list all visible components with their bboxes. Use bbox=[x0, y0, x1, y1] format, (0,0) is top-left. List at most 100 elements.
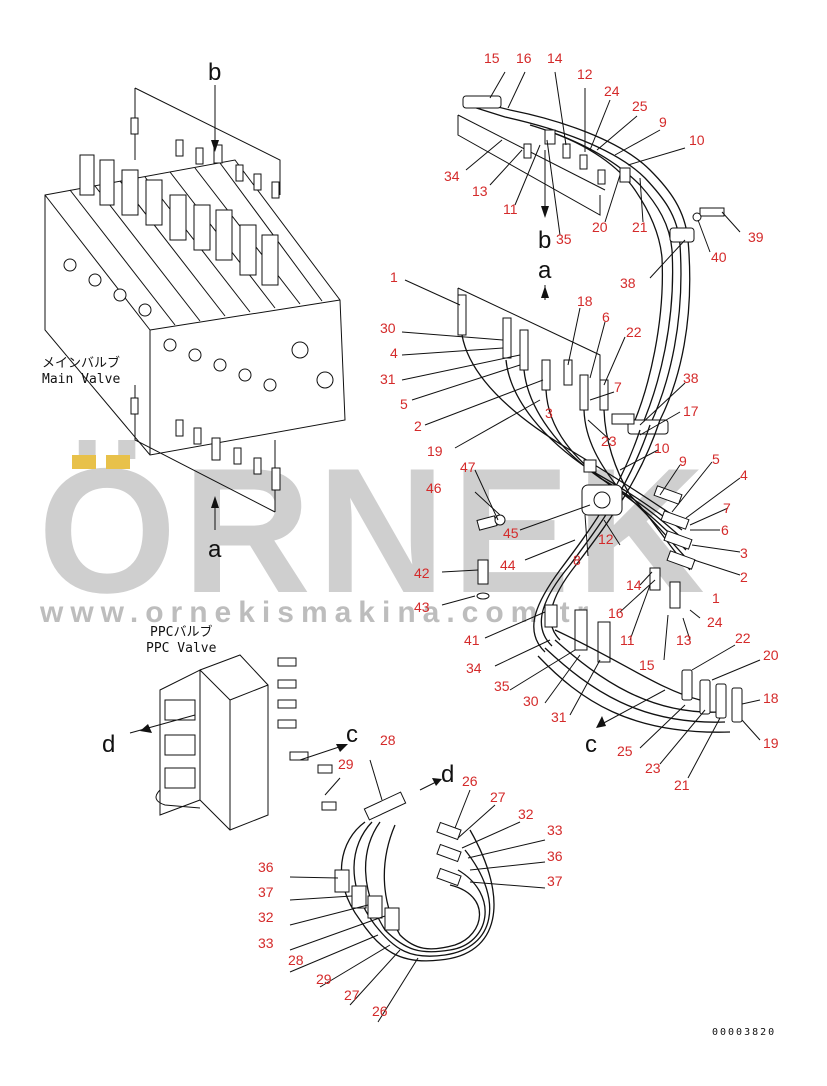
upper-hose-assembly bbox=[457, 95, 725, 435]
callout-33: 33 bbox=[547, 822, 563, 838]
callout-38: 38 bbox=[620, 275, 636, 291]
callout-27: 27 bbox=[490, 789, 506, 805]
callout-22b: 22 bbox=[735, 630, 751, 646]
callout-20: 20 bbox=[592, 219, 608, 235]
callout-33b: 33 bbox=[258, 935, 274, 951]
callout-12b: 12 bbox=[598, 531, 614, 547]
callout-9b: 9 bbox=[679, 453, 687, 469]
callout-13: 13 bbox=[472, 183, 488, 199]
callout-25: 25 bbox=[632, 98, 648, 114]
callout-14b: 14 bbox=[626, 577, 642, 593]
callout-1: 1 bbox=[390, 269, 398, 285]
callout-34b: 34 bbox=[466, 660, 482, 676]
callout-26: 26 bbox=[462, 773, 478, 789]
callout-45: 45 bbox=[503, 525, 519, 541]
callout-22: 22 bbox=[626, 324, 642, 340]
callout-2b: 2 bbox=[740, 569, 748, 585]
callout-30b: 30 bbox=[523, 693, 539, 709]
callout-17: 17 bbox=[683, 403, 699, 419]
ref-d-ppc: d bbox=[102, 731, 115, 758]
callout-6: 6 bbox=[602, 309, 610, 325]
callout-29b: 29 bbox=[316, 971, 332, 987]
callout-30: 30 bbox=[380, 320, 396, 336]
callouts: 15 16 14 12 24 25 9 10 34 13 11 35 20 21… bbox=[258, 50, 779, 1019]
callout-3b: 3 bbox=[740, 545, 748, 561]
callout-24: 24 bbox=[604, 83, 620, 99]
callout-18: 18 bbox=[577, 293, 593, 309]
callout-6b: 6 bbox=[721, 522, 729, 538]
callout-44: 44 bbox=[500, 557, 516, 573]
callout-26b: 26 bbox=[372, 1003, 388, 1019]
callout-4: 4 bbox=[390, 345, 398, 361]
callout-28b: 28 bbox=[288, 952, 304, 968]
ref-c-ppc: c bbox=[346, 721, 358, 748]
ref-d-hose: d bbox=[441, 761, 454, 788]
callout-24b: 24 bbox=[707, 614, 723, 630]
callout-34: 34 bbox=[444, 168, 460, 184]
callout-13b: 13 bbox=[676, 632, 692, 648]
callout-32: 32 bbox=[518, 806, 534, 822]
callout-20b: 20 bbox=[763, 647, 779, 663]
callout-3: 3 bbox=[545, 405, 553, 421]
callout-11b: 11 bbox=[620, 632, 635, 648]
watermark-accent-dot bbox=[72, 455, 96, 469]
callout-5: 5 bbox=[400, 396, 408, 412]
callout-5b: 5 bbox=[712, 451, 720, 467]
callout-38b: 38 bbox=[683, 370, 699, 386]
callout-41: 41 bbox=[464, 632, 480, 648]
callout-7b: 7 bbox=[723, 500, 731, 516]
callout-43: 43 bbox=[414, 599, 430, 615]
main-valve-drawing bbox=[44, 85, 346, 530]
callout-21: 21 bbox=[632, 219, 648, 235]
callout-37: 37 bbox=[547, 873, 563, 889]
callout-16: 16 bbox=[516, 50, 532, 66]
callout-15b: 15 bbox=[639, 657, 655, 673]
callout-4b: 4 bbox=[740, 467, 748, 483]
callout-40: 40 bbox=[711, 249, 727, 265]
ppc-hose-bundle bbox=[334, 778, 495, 962]
callout-28: 28 bbox=[380, 732, 396, 748]
callout-25b: 25 bbox=[617, 743, 633, 759]
callout-31b: 31 bbox=[551, 709, 567, 725]
lower-hose-bundle bbox=[537, 629, 743, 733]
callout-7: 7 bbox=[614, 379, 622, 395]
ppc-valve-label-jp: PPCバルブ bbox=[150, 624, 212, 640]
callout-46: 46 bbox=[426, 480, 442, 496]
callout-42: 42 bbox=[414, 565, 430, 581]
callout-15: 15 bbox=[484, 50, 500, 66]
callout-23b: 23 bbox=[645, 760, 661, 776]
watermark-accent-dot bbox=[106, 455, 130, 469]
callout-14: 14 bbox=[547, 50, 563, 66]
callout-39: 39 bbox=[748, 229, 764, 245]
callout-1b: 1 bbox=[712, 590, 720, 606]
watermark-url: www.ornekismakina.com.tr bbox=[39, 596, 595, 629]
main-valve-label-en: Main Valve bbox=[42, 372, 120, 387]
callout-37b: 37 bbox=[258, 884, 274, 900]
callout-9: 9 bbox=[659, 114, 667, 130]
callout-21b: 21 bbox=[674, 777, 690, 793]
callout-23: 23 bbox=[601, 433, 617, 449]
drawing-code: 00003820 bbox=[712, 1027, 776, 1038]
ref-a-upper: a bbox=[538, 257, 552, 284]
callout-2: 2 bbox=[414, 418, 422, 434]
ppc-valve-label-en: PPC Valve bbox=[146, 641, 217, 656]
callout-31: 31 bbox=[380, 371, 396, 387]
callout-18b: 18 bbox=[763, 690, 779, 706]
hardware-parts bbox=[476, 459, 597, 600]
callout-27b: 27 bbox=[344, 987, 360, 1003]
callout-36: 36 bbox=[547, 848, 563, 864]
ref-a-main: a bbox=[208, 536, 222, 563]
callout-36b: 36 bbox=[258, 859, 274, 875]
callout-19b: 19 bbox=[763, 735, 779, 751]
callout-29: 29 bbox=[338, 756, 354, 772]
callout-8: 8 bbox=[573, 552, 581, 568]
callout-32b: 32 bbox=[258, 909, 274, 925]
ref-c-lower: c bbox=[585, 731, 597, 758]
ppc-valve-drawing bbox=[129, 654, 348, 831]
callout-10b: 10 bbox=[654, 440, 670, 456]
callout-35b: 35 bbox=[494, 678, 510, 694]
callout-35: 35 bbox=[556, 231, 572, 247]
callout-12: 12 bbox=[577, 66, 593, 82]
callout-19: 19 bbox=[427, 443, 443, 459]
